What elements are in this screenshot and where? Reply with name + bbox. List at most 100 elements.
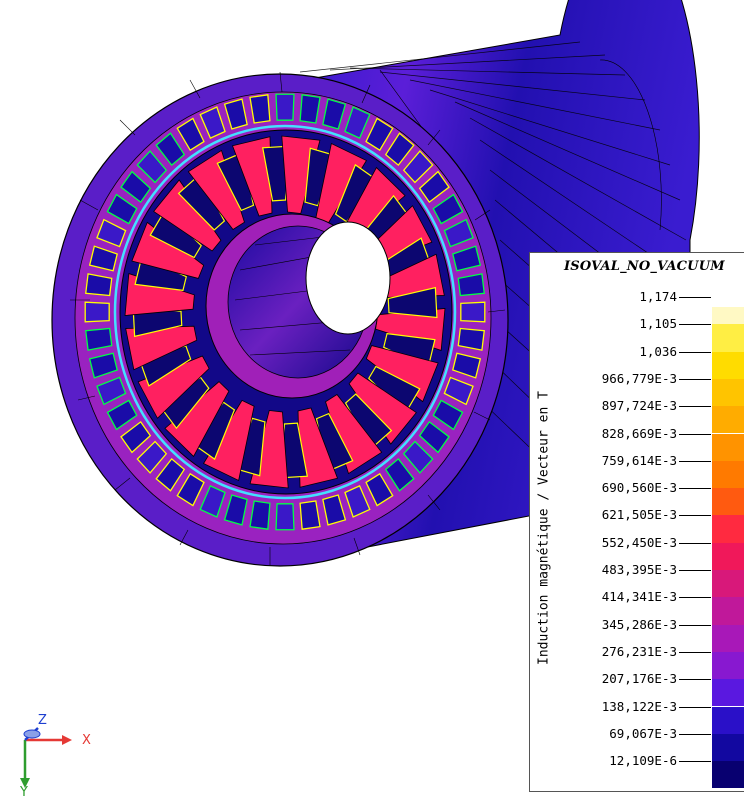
stator-slot [120, 420, 152, 454]
stator-slot [365, 472, 394, 507]
rotor-bar [348, 372, 417, 445]
legend-level-label: 897,724E-3 [601, 398, 677, 414]
legend-color-swatch [712, 488, 744, 516]
legend-tick [679, 460, 711, 462]
stator-slot [155, 457, 186, 492]
stator-slot [155, 132, 186, 167]
legend-tick [679, 324, 711, 326]
legend-tick [679, 733, 711, 735]
x-axis-label: X [82, 733, 91, 748]
legend-level-label: 759,614E-3 [601, 452, 677, 468]
stator-slot [88, 245, 118, 272]
airgap-line [113, 124, 457, 500]
stator-slot [299, 94, 321, 124]
rotor-bar [137, 355, 210, 419]
stator-slot [432, 193, 464, 225]
legend-axis-label: Induction magnétique / Vecteur en T [536, 391, 552, 665]
stator-slot [322, 98, 347, 130]
stator-slot [365, 117, 394, 152]
legend-tick [679, 597, 711, 599]
stator-slot [275, 503, 295, 531]
stator-slot [96, 218, 127, 248]
rotor-bar [187, 149, 245, 231]
legend-level-label: 1,174 [639, 289, 677, 304]
stator-slot [136, 440, 168, 474]
stator-slot [384, 457, 415, 492]
stator-slot [344, 485, 371, 518]
legend-tick [679, 542, 711, 544]
stator-slot [106, 193, 138, 225]
shaft-bore [305, 221, 391, 335]
rotor-pocket [387, 286, 438, 319]
stator-slot [199, 106, 226, 139]
stator-slot [88, 352, 118, 379]
stator-slot [443, 376, 474, 406]
stator-slot [96, 376, 127, 406]
legend-color-swatch [712, 651, 744, 680]
legend-color-swatch [712, 433, 744, 461]
legend-tick [679, 378, 711, 380]
stator-slot [460, 301, 486, 323]
legend-level-label: 69,067E-3 [609, 725, 677, 741]
legend-title: ISOVAL_NO_VACUUM [564, 259, 725, 274]
y-axis-label: Y [20, 785, 28, 800]
legend-level-label: 621,505E-3 [601, 507, 677, 523]
legend-tick [679, 706, 711, 708]
legend-color-swatch [712, 406, 744, 434]
stator-slot [452, 245, 482, 272]
legend-color-swatch [712, 378, 744, 407]
legend-color-swatch [712, 761, 744, 789]
legend-level-label: 207,176E-3 [601, 671, 677, 687]
stator-slot [457, 273, 485, 297]
legend-level-label: 552,450E-3 [601, 534, 677, 550]
legend-color-swatch [712, 706, 744, 734]
legend-level-label: 276,231E-3 [601, 643, 677, 659]
stator-slot [322, 494, 347, 526]
stator-slot [85, 273, 113, 297]
legend-level-label: 690,560E-3 [601, 480, 677, 496]
stator-slot [384, 132, 415, 167]
rotor-bar [164, 381, 230, 458]
legend-tick [679, 433, 711, 435]
legend-tick [679, 297, 711, 298]
legend-tick [679, 570, 711, 571]
stator-slot [176, 117, 205, 152]
legend-color-swatch [712, 460, 744, 489]
rotor-bar [202, 399, 255, 482]
legend-color-swatch [712, 597, 744, 625]
stator-slot [443, 218, 474, 248]
z-axis-label: Z [38, 713, 47, 728]
legend-tick [679, 351, 711, 353]
legend-level-label: 345,286E-3 [601, 616, 677, 632]
stator-slot [249, 94, 271, 124]
legend-level-label: 483,395E-3 [601, 562, 677, 577]
stator-slot [299, 500, 321, 530]
legend-color-swatch [712, 324, 744, 352]
rotor-bar [325, 393, 383, 475]
stator-slot [432, 399, 464, 431]
legend-color-swatch [712, 679, 744, 707]
rotor-bar [125, 325, 198, 371]
stator-slot [344, 106, 371, 139]
legend-level-label: 966,779E-3 [601, 370, 677, 386]
legend-tick [679, 515, 711, 517]
legend-tick [679, 651, 711, 653]
legend-color-swatch [712, 542, 744, 570]
legend-color-swatch [712, 570, 744, 598]
stator-slot [402, 440, 434, 474]
legend-level-label: 12,109E-6 [609, 753, 677, 769]
legend-color-swatch [712, 307, 744, 325]
rotor-bar [153, 179, 222, 252]
legend-color-swatch [712, 624, 744, 652]
coordinate-axes-triad [20, 727, 72, 788]
legend-color-swatch [712, 351, 744, 379]
legend-level-label: 828,669E-3 [601, 425, 677, 441]
stator-slot [176, 472, 205, 507]
stator-slot [457, 327, 485, 351]
stator-slot [249, 500, 271, 530]
rotor-bar [231, 136, 273, 217]
legend-tick [679, 406, 711, 408]
stator-slot [120, 170, 152, 204]
rotor-bar [131, 221, 205, 279]
